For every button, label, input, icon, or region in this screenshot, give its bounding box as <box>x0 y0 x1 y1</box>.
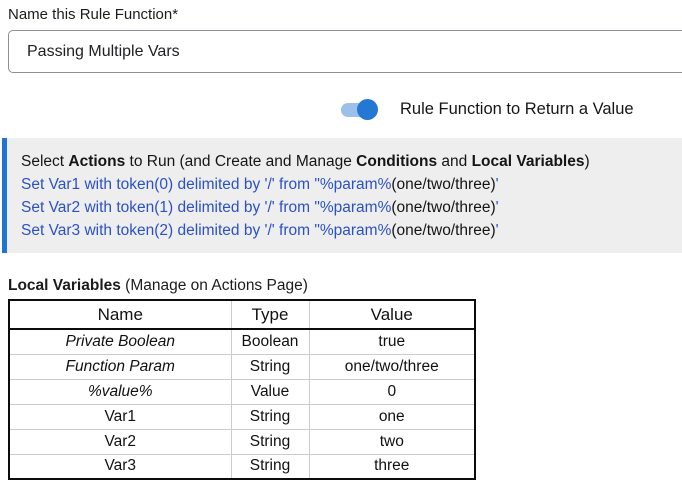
var-name-cell: Private Boolean <box>65 332 175 350</box>
toggle-thumb <box>357 99 378 120</box>
var-name-cell: %value% <box>9 378 231 404</box>
return-value-toggle[interactable] <box>341 99 378 120</box>
var-type-cell: String <box>230 428 309 454</box>
table-row: Var2 String two <box>9 428 475 454</box>
local-variables-heading: Local Variables (Manage on Actions Page) <box>8 277 308 294</box>
var-type-cell: String <box>230 453 309 479</box>
var-type-cell: String <box>230 353 309 379</box>
action-link-set-var1[interactable]: Set Var1 with token(0) delimited by '/' … <box>21 176 499 193</box>
var-value-cell: one <box>308 403 475 429</box>
actions-intro-text: Select Actions to Run (and Create and Ma… <box>21 153 590 170</box>
column-header-type: Type <box>230 300 309 330</box>
var-value-cell: three <box>308 453 475 479</box>
column-header-value: Value <box>308 300 475 330</box>
var-name-cell: Var3 <box>9 453 231 479</box>
var-value-cell: two <box>308 428 475 454</box>
var-type-cell: Boolean <box>230 329 309 354</box>
var-type-cell: String <box>230 403 309 429</box>
local-variables-table: Name Type Value Private Boolean Boolean … <box>8 299 476 480</box>
table-row: %value% Value 0 <box>9 378 475 404</box>
var-value-cell: one/two/three <box>308 353 475 379</box>
table-header-row: Name Type Value <box>9 300 475 330</box>
var-name-cell: Var2 <box>9 428 231 454</box>
return-value-toggle-label: Rule Function to Return a Value <box>400 100 634 118</box>
var-name-cell: Function Param <box>9 353 231 379</box>
action-link-set-var2[interactable]: Set Var2 with token(1) delimited by '/' … <box>21 199 499 216</box>
var-value-cell: true <box>308 329 475 354</box>
var-name-cell: Var1 <box>9 403 231 429</box>
table-row: Var3 String three <box>9 453 475 479</box>
column-header-name: Name <box>9 300 231 330</box>
var-type-cell: Value <box>230 378 309 404</box>
rule-function-name-input[interactable] <box>8 30 682 73</box>
table-row: Function Param String one/two/three <box>9 353 475 379</box>
actions-quote-panel: Select Actions to Run (and Create and Ma… <box>2 138 682 253</box>
rule-function-name-label: Name this Rule Function* <box>8 6 179 23</box>
action-link-set-var3[interactable]: Set Var3 with token(2) delimited by '/' … <box>21 222 499 239</box>
table-row: Var1 String one <box>9 403 475 429</box>
var-value-cell: 0 <box>308 378 475 404</box>
table-row: Private Boolean Boolean true <box>9 329 475 354</box>
